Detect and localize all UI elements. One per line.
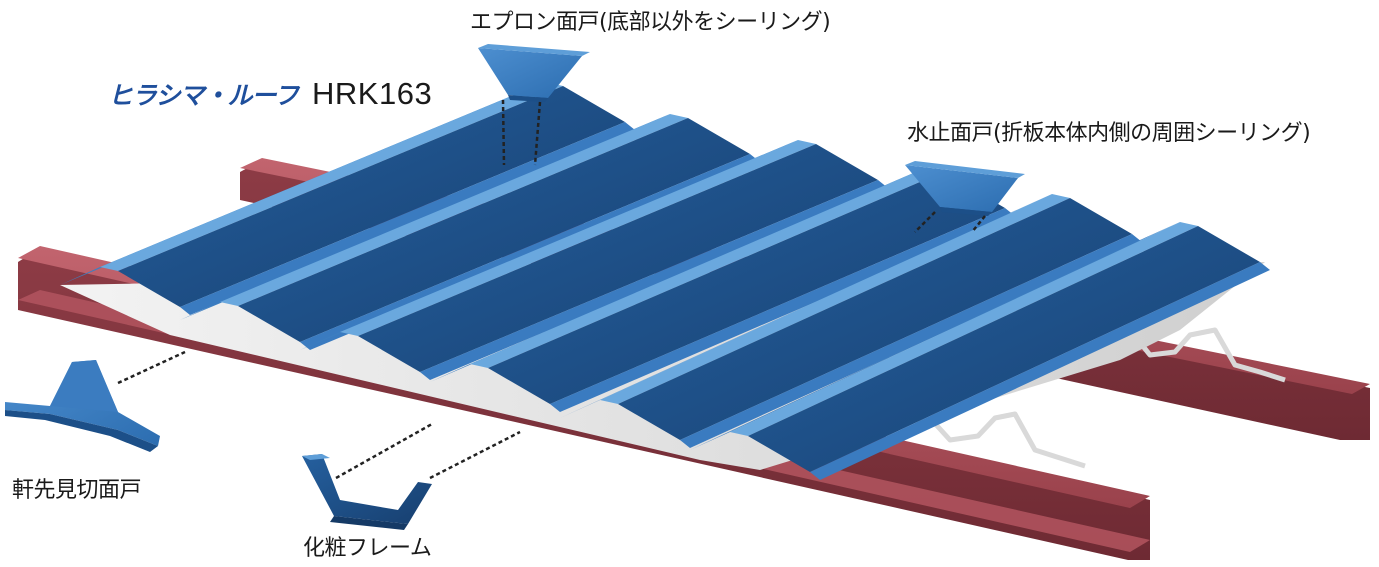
brand-logo: ヒラシマ・ルーフ	[108, 81, 299, 110]
roof-rib-valley	[420, 180, 888, 380]
roof-rib-right-face	[238, 118, 750, 342]
roof-rib-right-face	[748, 226, 1260, 472]
eaves-closure-piece	[5, 350, 186, 452]
roof-panel-hrk163	[60, 82, 1270, 480]
water-stop-closure-piece	[905, 161, 1025, 233]
roof-rib-top-face	[470, 168, 943, 368]
roof-rib-top-face	[220, 114, 688, 306]
roof-rib-valley	[180, 122, 635, 315]
roof-rib-right-face	[618, 198, 1132, 440]
roof-rib-valley	[550, 208, 1015, 412]
roof-rib-top-face	[340, 140, 816, 336]
trim-frame-piece	[302, 422, 521, 530]
label-water-stop-closure: 水止面戸(折板本体内側の周囲シーリング)	[907, 121, 1311, 146]
trim-frame-under-roof	[928, 327, 1286, 469]
label-eaves-closure: 軒先見切面戸	[12, 478, 142, 503]
roof-rib-left-face	[690, 222, 1180, 450]
roof-rib-valley	[810, 262, 1270, 480]
roof-rib-top-face	[600, 194, 1070, 404]
product-brand: ヒラシマ・ルーフ HRK163	[108, 76, 432, 112]
roof-rib-top-face	[730, 222, 1198, 436]
roof-rib-right-face	[358, 144, 878, 372]
label-apron-closure: エプロン面戸(底部以外をシーリング)	[470, 10, 831, 35]
apron-closure-piece	[478, 44, 590, 166]
label-trim-frame: 化粧フレーム	[303, 536, 432, 561]
roof-rib-valley	[680, 234, 1142, 448]
roof-rib-top-face	[100, 82, 563, 271]
product-model: HRK163	[312, 76, 433, 111]
roof-rib-left-face	[560, 194, 1052, 418]
roof-rib-right-face	[488, 172, 1005, 404]
roof-rib-right-face	[118, 86, 625, 307]
